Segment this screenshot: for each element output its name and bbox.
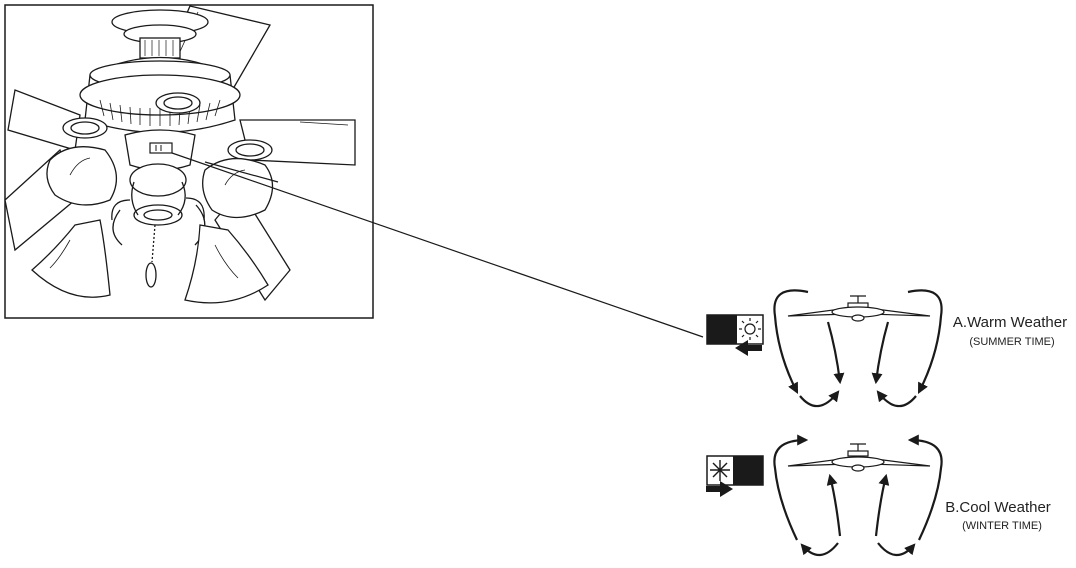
cool-weather-mode: B.Cool Weather (WINTER TIME) xyxy=(706,434,1051,557)
airflow-arrows-up xyxy=(773,434,943,557)
fan-blade xyxy=(7,89,81,151)
glass-shade xyxy=(202,157,274,219)
airflow-arrows-down xyxy=(773,289,943,408)
mode-subtitle: (WINTER TIME) xyxy=(962,520,1042,532)
switch-slider xyxy=(733,456,763,485)
switch-position-summer xyxy=(706,314,764,356)
fan-side-view-summer xyxy=(787,295,931,322)
switch-slider xyxy=(707,315,737,344)
snowflake-icon xyxy=(710,460,730,481)
glass-shade xyxy=(31,219,111,298)
ceiling-fan-illustration xyxy=(4,4,374,319)
direction-arrow-left xyxy=(735,340,762,356)
glass-shade xyxy=(46,146,117,206)
direction-arrow-right xyxy=(706,481,733,497)
sun-icon xyxy=(739,318,761,340)
pull-chain-fob xyxy=(145,262,157,288)
warm-weather-mode: A.Warm Weather (SUMMER TIME) xyxy=(706,289,1067,408)
leader-line xyxy=(171,152,704,338)
fan-side-view-winter xyxy=(787,443,931,472)
mode-title: A.Warm Weather xyxy=(953,314,1067,331)
mode-title: B.Cool Weather xyxy=(945,499,1051,516)
light-kit-bowl xyxy=(129,163,187,197)
switch-position-winter xyxy=(706,455,764,497)
mode-subtitle: (SUMMER TIME) xyxy=(969,336,1054,348)
